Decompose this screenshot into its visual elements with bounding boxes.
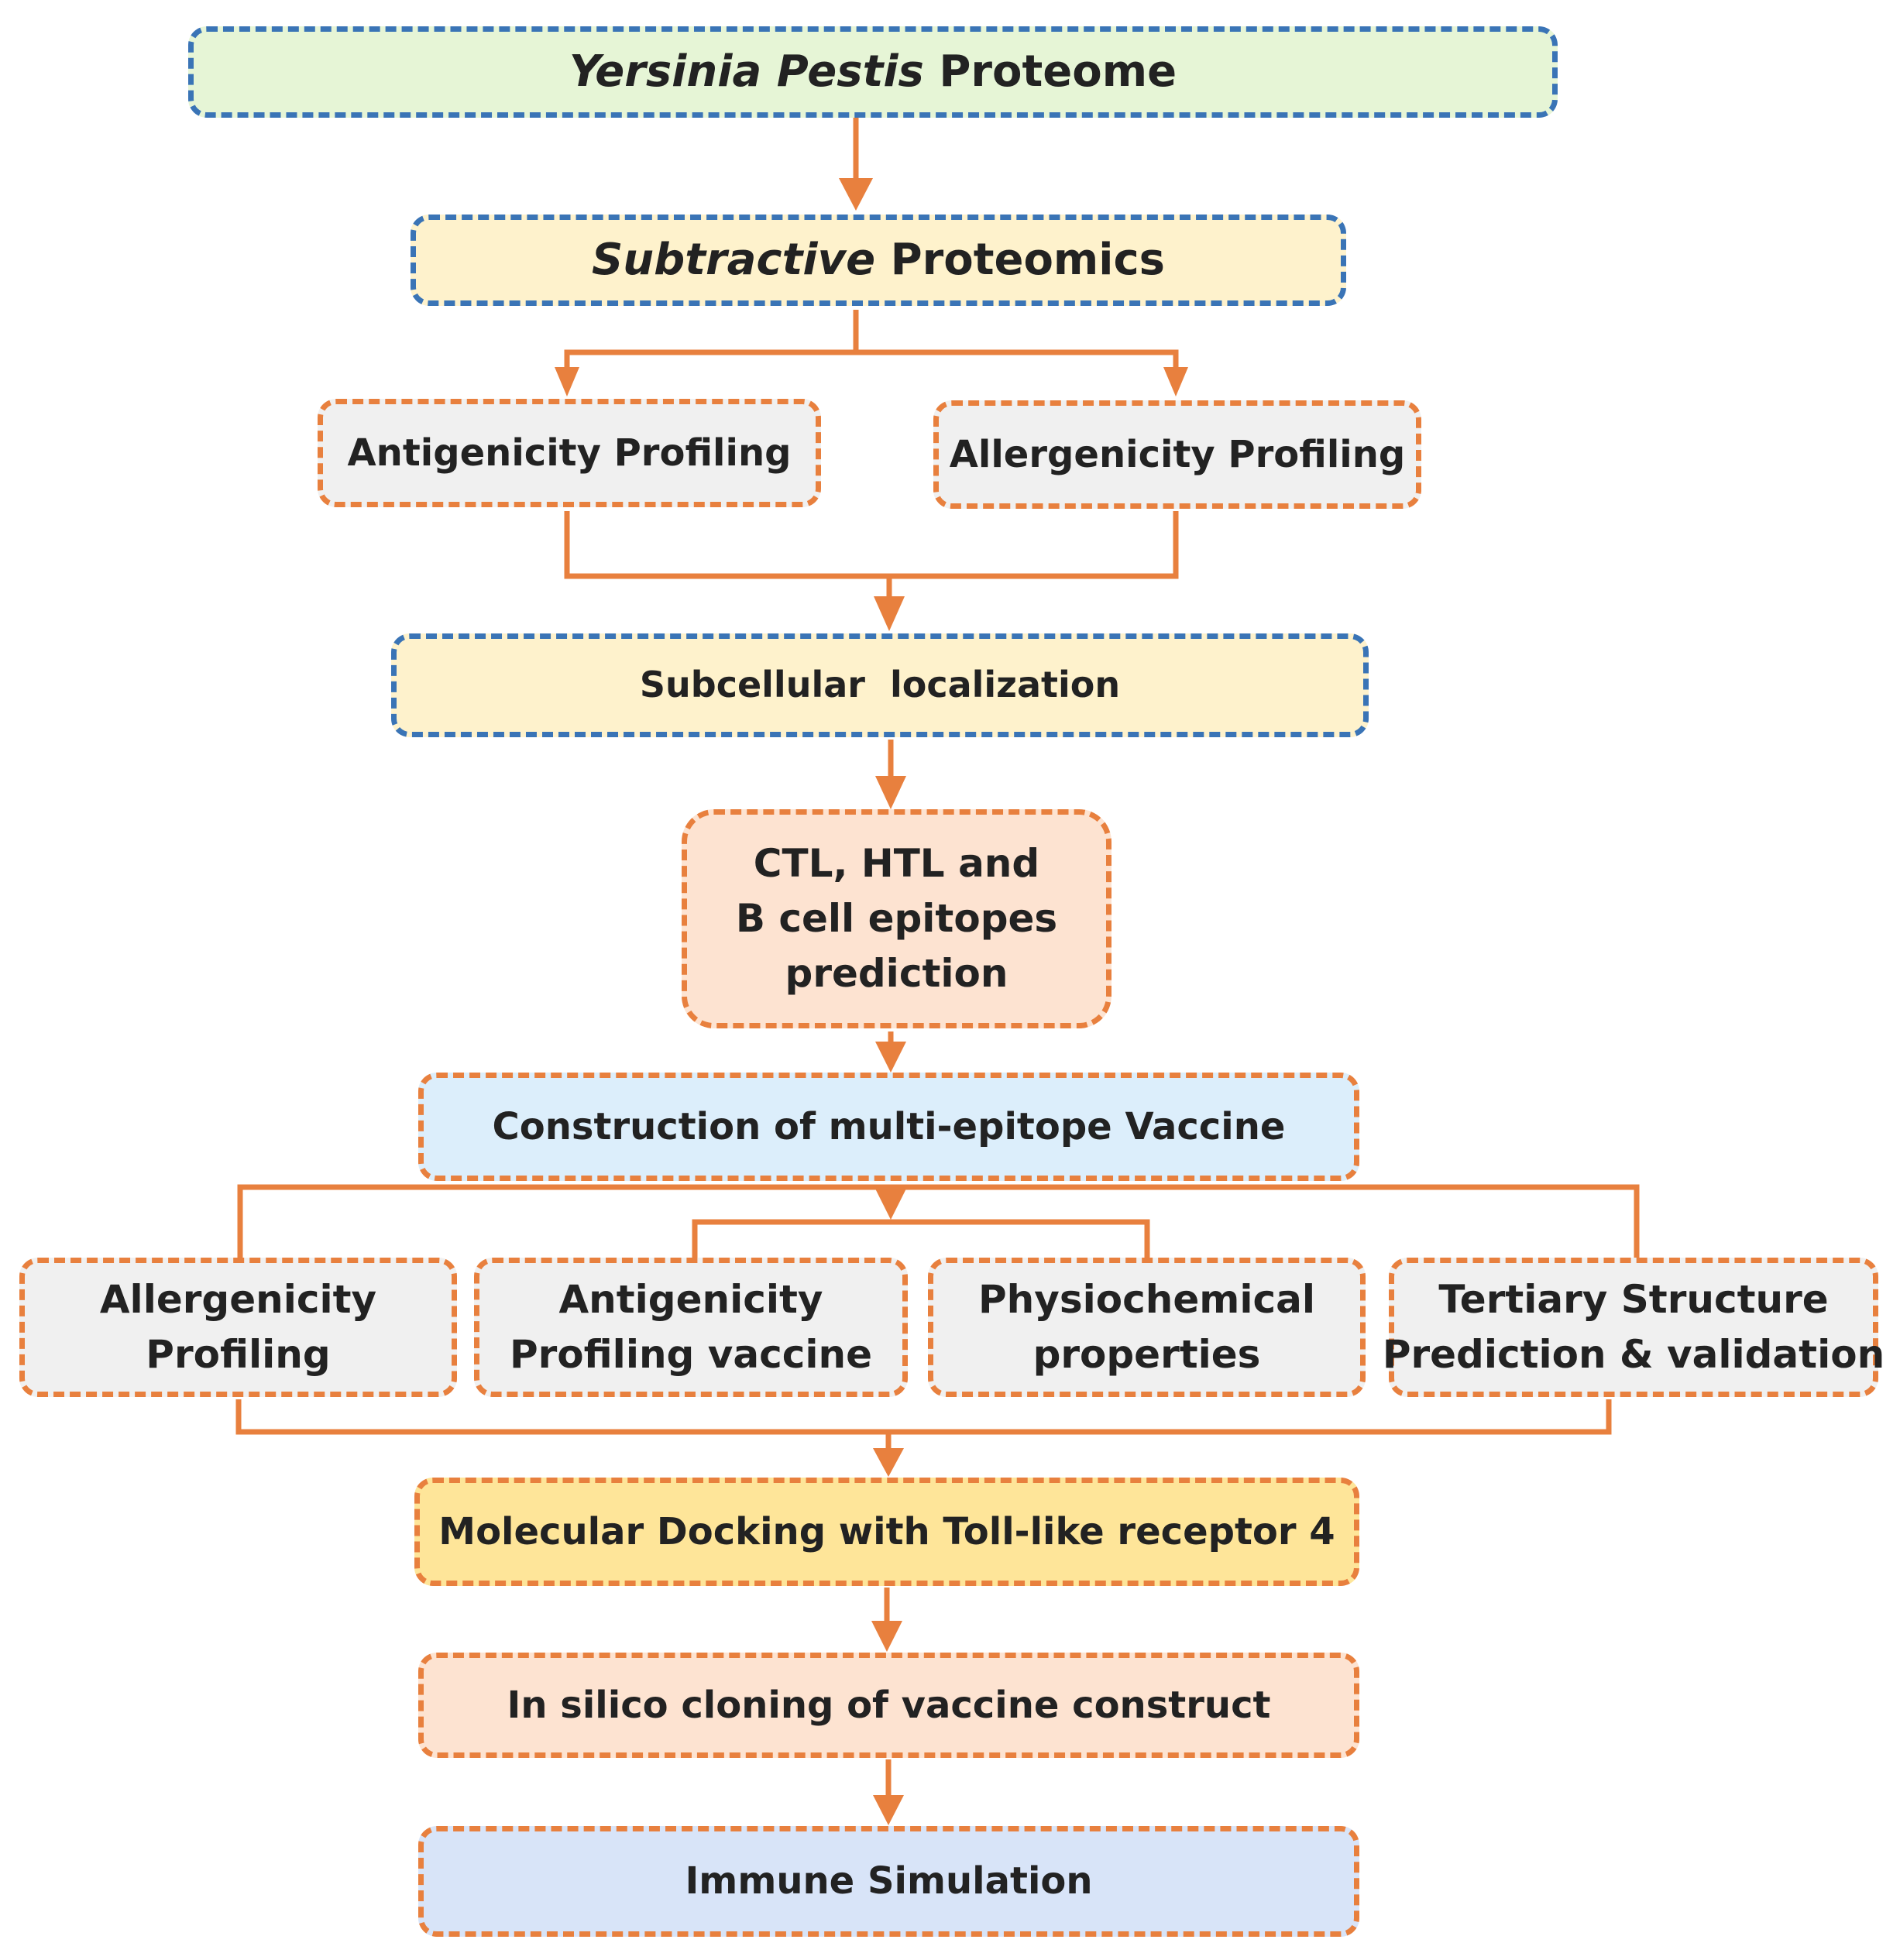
arrowhead-construction (875, 1042, 906, 1073)
node-proteome-italic: Yersinia Pestis (569, 46, 924, 98)
connector-subtractive-split (564, 310, 859, 372)
arrowhead-allergenicity-1 (1163, 367, 1188, 396)
node-epitopes-line-1: CTL, HTL and (753, 841, 1040, 886)
node-proteome-rest: Proteome (923, 46, 1177, 98)
node-allergenicity-2-line-2: Profiling (146, 1332, 331, 1377)
node-physiochemical-line-1: Physiochemical (978, 1277, 1315, 1322)
node-antigenicity-profiling-vaccine: Antigenicity Profiling vaccine (474, 1258, 908, 1397)
node-allergenicity-1-label: Allergenicity Profiling (949, 432, 1406, 476)
node-proteome: Yersinia Pestis Proteome (188, 26, 1558, 118)
arrowhead-antigenicity-1 (555, 367, 579, 396)
connector-construction-inner (692, 1219, 1150, 1260)
node-allergenicity-profiling-1: Allergenicity Profiling (933, 400, 1421, 509)
node-molecular-docking: Molecular Docking with Toll-like recepto… (414, 1478, 1359, 1586)
node-tertiary-structure: Tertiary Structure Prediction & validati… (1383, 1258, 1885, 1397)
node-immune-label: Immune Simulation (685, 1859, 1093, 1903)
arrowhead-docking (873, 1448, 904, 1477)
node-docking-label: Molecular Docking with Toll-like recepto… (438, 1509, 1335, 1553)
node-subcellular-label: Subcellular localization (639, 664, 1121, 706)
node-tertiary-line-1: Tertiary Structure (1438, 1277, 1829, 1322)
node-antigenicity-profiling-1: Antigenicity Profiling (318, 399, 821, 507)
node-physiochemical-line-2: properties (1032, 1332, 1261, 1377)
arrowhead-immune (873, 1795, 904, 1825)
arrowhead-four-boxes (875, 1189, 906, 1220)
node-construction-vaccine: Construction of multi-epitope Vaccine (418, 1073, 1359, 1181)
connector-merge-subcellular (564, 511, 1179, 579)
node-epitope-prediction: CTL, HTL and B cell epitopes prediction (682, 809, 1111, 1028)
node-subcellular-localization: Subcellular localization (391, 633, 1369, 737)
node-physiochemical-properties: Physiochemical properties (928, 1258, 1366, 1397)
node-in-silico-cloning: In silico cloning of vaccine construct (418, 1653, 1359, 1758)
connector-construction-outer (237, 1184, 1640, 1260)
node-antigenicity-2-line-2: Profiling vaccine (509, 1332, 873, 1377)
node-allergenicity-2-line-1: Allergenicity (99, 1277, 377, 1322)
node-tertiary-line-2: Prediction & validation (1382, 1332, 1885, 1377)
connector-subtractive-split-right (856, 349, 1179, 372)
node-epitopes-line-3: prediction (785, 951, 1008, 996)
arrowhead-subtractive (839, 178, 873, 211)
node-subtractive-proteomics: Subtractive Proteomics (411, 215, 1346, 306)
node-construction-label: Construction of multi-epitope Vaccine (492, 1104, 1286, 1148)
arrowhead-cloning (871, 1621, 902, 1652)
node-immune-simulation: Immune Simulation (418, 1826, 1359, 1937)
arrowhead-subcellular (874, 596, 905, 631)
node-antigenicity-2-line-1: Antigenicity (558, 1277, 823, 1322)
node-allergenicity-profiling-2: Allergenicity Profiling (19, 1258, 457, 1397)
node-subtractive-rest: Proteomics (875, 235, 1166, 286)
node-epitopes-line-2: B cell epitopes (735, 896, 1058, 941)
node-subtractive-italic: Subtractive (591, 235, 876, 286)
node-antigenicity-1-label: Antigenicity Profiling (347, 431, 792, 475)
node-cloning-label: In silico cloning of vaccine construct (507, 1683, 1271, 1727)
arrowhead-epitopes (875, 776, 906, 809)
connector-four-merge (235, 1399, 1612, 1435)
